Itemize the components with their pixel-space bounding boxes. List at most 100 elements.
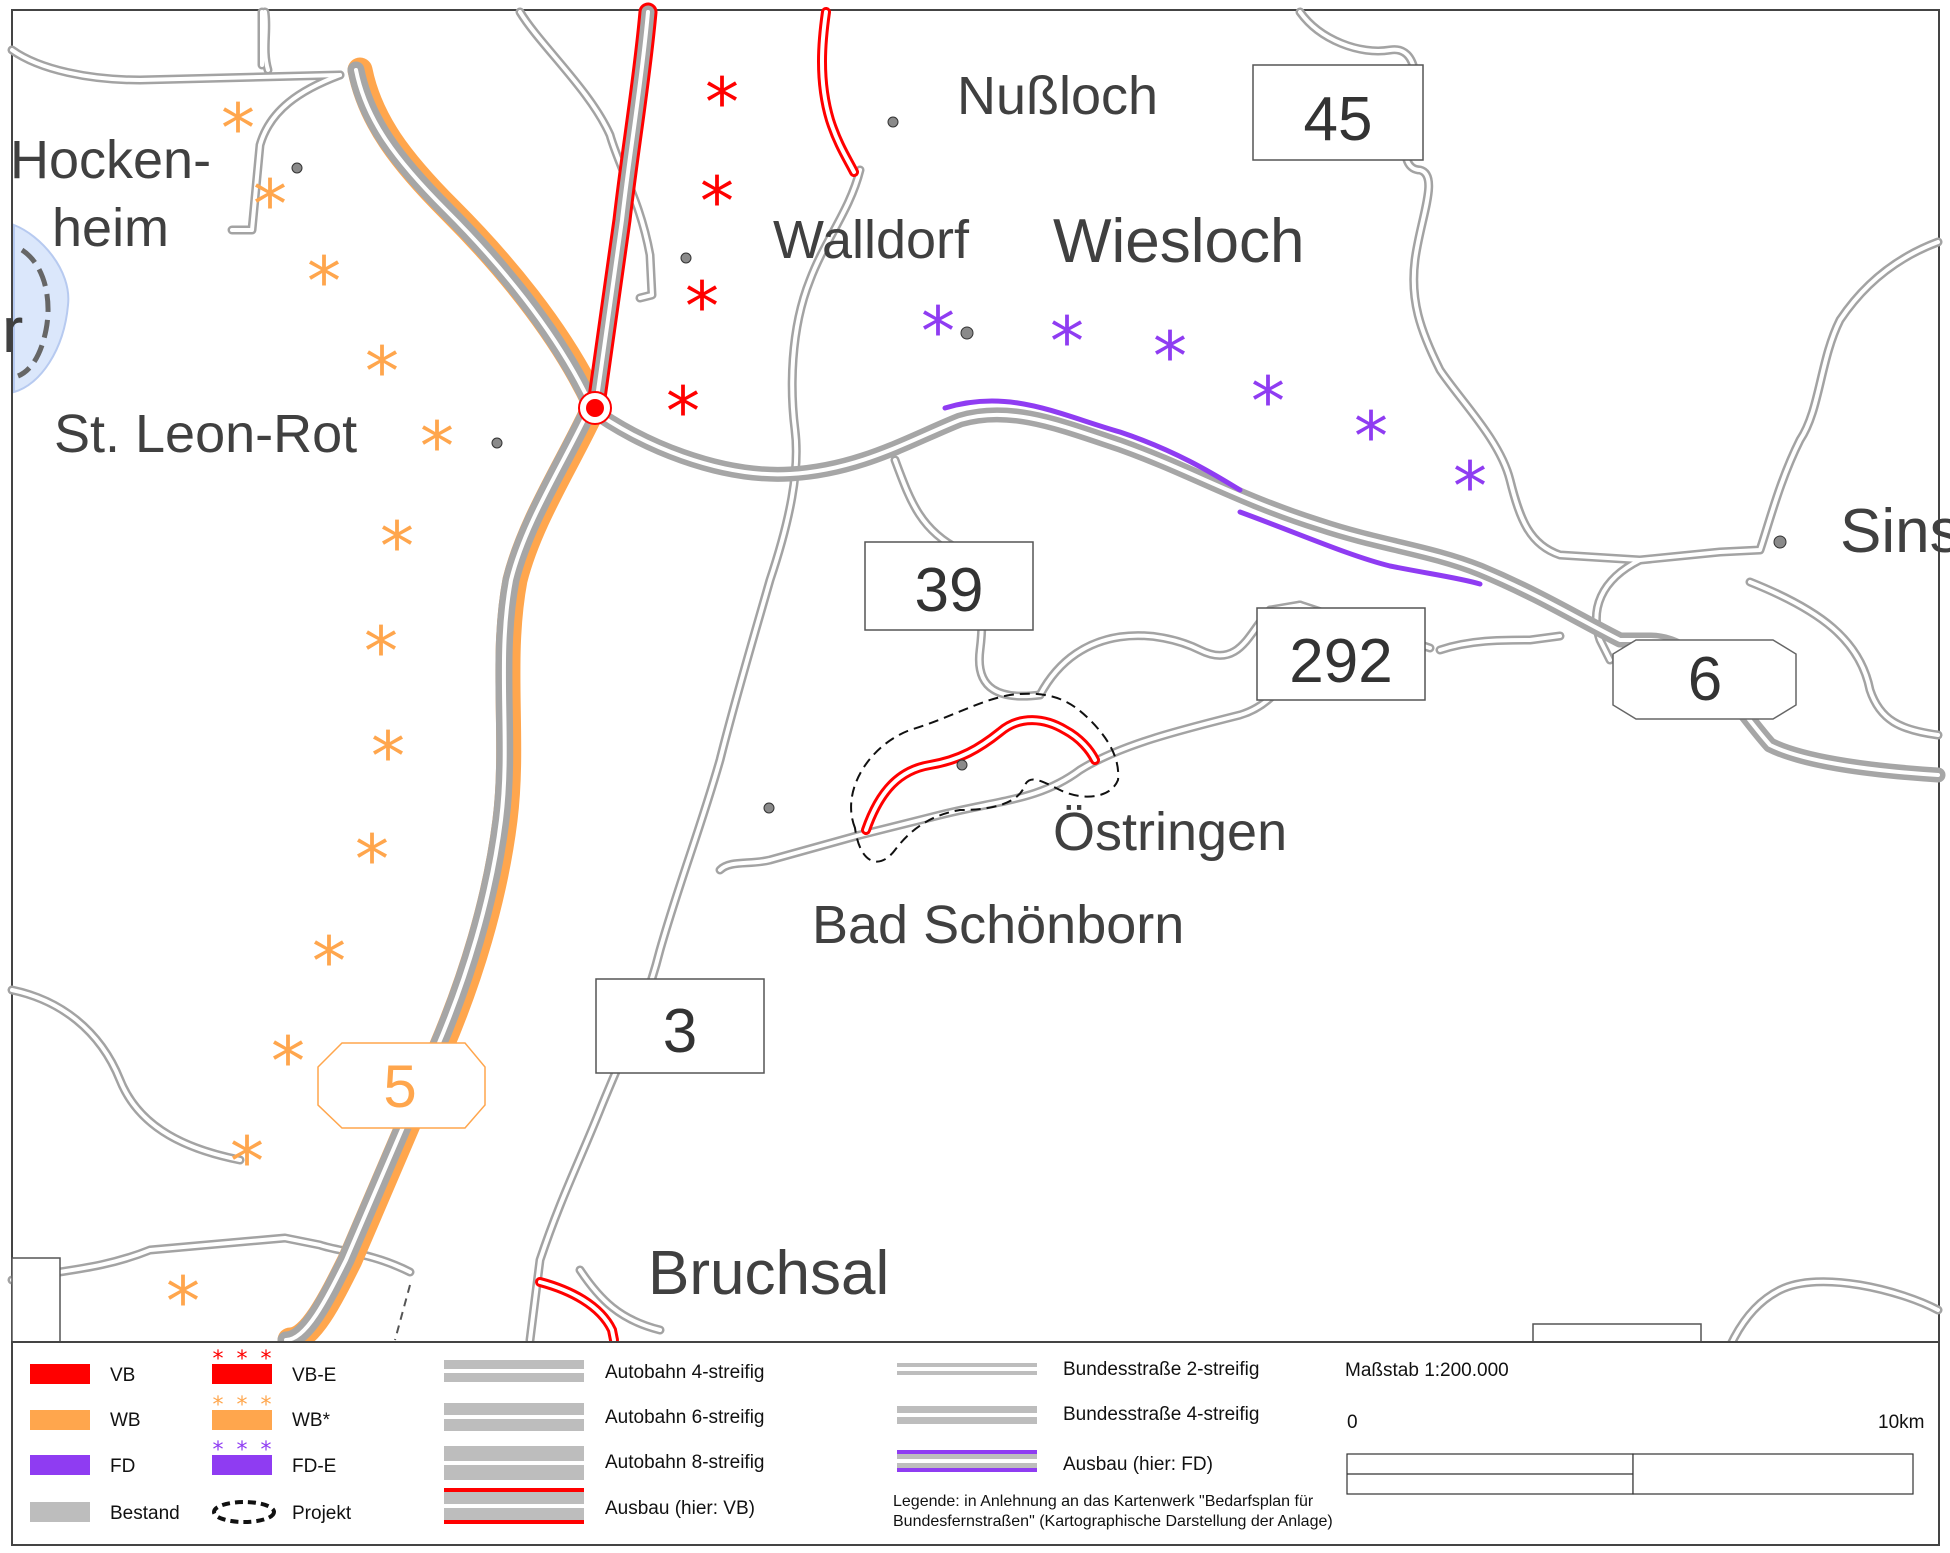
shield-b3: 3 bbox=[595, 978, 765, 1074]
town-label-sinsheim: Sins bbox=[1840, 497, 1950, 566]
legend-swatch-vb bbox=[30, 1364, 90, 1384]
town-label-partial-left: r bbox=[2, 294, 23, 366]
legend-fd-e-star: * bbox=[237, 1438, 248, 1463]
svg-text:5: 5 bbox=[383, 1053, 416, 1120]
legend-swatch-bundesstrasse-2 bbox=[897, 1363, 1037, 1375]
legend-swatch-bundesstrasse-4 bbox=[897, 1406, 1037, 1424]
legend-label-bestand: Bestand bbox=[110, 1503, 180, 1524]
legend-swatch-vb-e bbox=[212, 1364, 272, 1384]
scale-label-10km: 10km bbox=[1878, 1412, 1924, 1433]
scale-title: Maßstab 1:200.000 bbox=[1345, 1360, 1509, 1381]
legend-label-wb-star: WB* bbox=[292, 1410, 331, 1431]
legend-label-vb: VB bbox=[110, 1365, 135, 1386]
federal-road-vb-south bbox=[535, 1277, 619, 1345]
legend-label-ausbau-vb: Ausbau (hier: VB) bbox=[605, 1498, 755, 1519]
map-body[interactable]: r bbox=[2, 2, 1950, 1445]
legend-label-fd-e: FD-E bbox=[292, 1456, 336, 1477]
legend-label-autobahn-6: Autobahn 6-streifig bbox=[605, 1407, 765, 1428]
vb-e-markers: * * * * bbox=[666, 64, 739, 452]
wb-star-markers: * * * * * * * * * * * * * bbox=[166, 90, 454, 1342]
town-label-bruchsal: Bruchsal bbox=[648, 1239, 889, 1308]
svg-text:3: 3 bbox=[663, 997, 697, 1066]
wb-star: * bbox=[166, 1263, 200, 1342]
town-label-nussloch: Nußloch bbox=[957, 66, 1158, 126]
legend-note-line-1: Legende: in Anlehnung an das Kartenwerk … bbox=[893, 1493, 1314, 1510]
town-label-st-leon-rot: St. Leon-Rot bbox=[54, 404, 357, 464]
town-label-walldorf: Walldorf bbox=[773, 210, 970, 270]
town-dots bbox=[291, 116, 1787, 814]
project-road-vb bbox=[861, 715, 1100, 835]
legend-fd-e-star: * bbox=[213, 1438, 224, 1463]
legend-label-bundesstrasse-4: Bundesstraße 4-streifig bbox=[1063, 1404, 1259, 1425]
a6-fd-section bbox=[942, 398, 1483, 587]
shield-b292: 292 bbox=[1256, 607, 1426, 701]
autobahn-north-vb bbox=[586, 2, 658, 415]
legend-note-line-2: Bundesfernstraßen" (Kartographische Dars… bbox=[893, 1513, 1333, 1530]
legend-swatch-autobahn-4 bbox=[444, 1360, 584, 1382]
wb-star: * bbox=[364, 613, 398, 692]
legend-vb-e-star: * bbox=[237, 1347, 248, 1372]
legend-label-vb-e: VB-E bbox=[292, 1365, 336, 1386]
legend-label-wb: WB bbox=[110, 1410, 141, 1431]
scale-bar bbox=[1346, 1453, 1914, 1495]
vb-e-star: * bbox=[685, 268, 719, 347]
wb-star: * bbox=[312, 923, 346, 1002]
legend-swatch-autobahn-8 bbox=[444, 1446, 584, 1480]
shield-a6: 6 bbox=[1612, 639, 1797, 720]
fd-e-star: * bbox=[921, 293, 955, 372]
legend-swatch-autobahn-6 bbox=[444, 1403, 584, 1431]
legend-swatch-fd-e bbox=[212, 1455, 272, 1475]
junction-marker-core bbox=[586, 399, 604, 417]
legend-swatch-fd bbox=[30, 1455, 90, 1475]
project-outline bbox=[850, 692, 1120, 863]
legend-label-bundesstrasse-2: Bundesstraße 2-streifig bbox=[1063, 1359, 1259, 1380]
legend-label-fd: FD bbox=[110, 1456, 135, 1477]
map-inset-box-left bbox=[11, 1257, 61, 1343]
autobahn-a5 bbox=[277, 57, 608, 1353]
wb-star: * bbox=[221, 90, 255, 169]
legend-label-autobahn-8: Autobahn 8-streifig bbox=[605, 1452, 765, 1473]
legend-wb-star: * bbox=[237, 1393, 248, 1418]
legend-label-autobahn-4: Autobahn 4-streifig bbox=[605, 1362, 765, 1383]
water-area bbox=[13, 223, 70, 394]
fd-e-markers: * * * * * * bbox=[921, 293, 1487, 527]
planned-link-dashed bbox=[394, 1284, 411, 1341]
wb-star: * bbox=[355, 821, 389, 900]
shield-a5: 5 bbox=[317, 1042, 486, 1129]
legend-wb-star: * bbox=[261, 1393, 272, 1418]
wb-star: * bbox=[380, 508, 414, 587]
vb-e-star: * bbox=[700, 163, 734, 242]
town-label-hockenheim-1: Hocken- bbox=[10, 130, 211, 190]
town-label-wiesloch: Wiesloch bbox=[1053, 207, 1305, 276]
wb-star: * bbox=[365, 333, 399, 412]
fd-e-star: * bbox=[1251, 363, 1285, 442]
fd-e-star: * bbox=[1050, 303, 1084, 382]
svg-text:6: 6 bbox=[1688, 645, 1722, 714]
legend-label-ausbau-fd: Ausbau (hier: FD) bbox=[1063, 1454, 1213, 1475]
wb-star: * bbox=[253, 166, 287, 245]
scale-label-0: 0 bbox=[1347, 1412, 1358, 1433]
fd-e-star: * bbox=[1354, 398, 1388, 477]
svg-text:292: 292 bbox=[1289, 627, 1392, 696]
fd-e-star: * bbox=[1153, 318, 1187, 397]
svg-text:45: 45 bbox=[1304, 85, 1373, 154]
federal-roads-2-lane bbox=[7, 7, 1943, 1445]
fd-e-star: * bbox=[1453, 448, 1487, 527]
map-frame bbox=[11, 9, 1940, 1546]
legend-label-projekt: Projekt bbox=[292, 1503, 352, 1524]
legend-swatch-ausbau-fd bbox=[897, 1450, 1037, 1472]
wb-star: * bbox=[307, 243, 341, 322]
legend-swatch-wb bbox=[30, 1410, 90, 1430]
legend-vb-e-star: * bbox=[261, 1347, 272, 1372]
wb-star: * bbox=[230, 1123, 264, 1202]
shield-b45: 45 bbox=[1252, 64, 1424, 161]
svg-text:39: 39 bbox=[915, 556, 984, 625]
legend-swatch-wb-star bbox=[212, 1410, 272, 1430]
legend-vb-e-star: * bbox=[213, 1347, 224, 1372]
vb-e-star: * bbox=[705, 64, 739, 143]
legend-swatch-ausbau-vb bbox=[444, 1488, 584, 1524]
vb-e-star: * bbox=[666, 373, 700, 452]
federal-road-vb-north bbox=[817, 7, 859, 177]
junction-symbol-left bbox=[16, 247, 51, 379]
